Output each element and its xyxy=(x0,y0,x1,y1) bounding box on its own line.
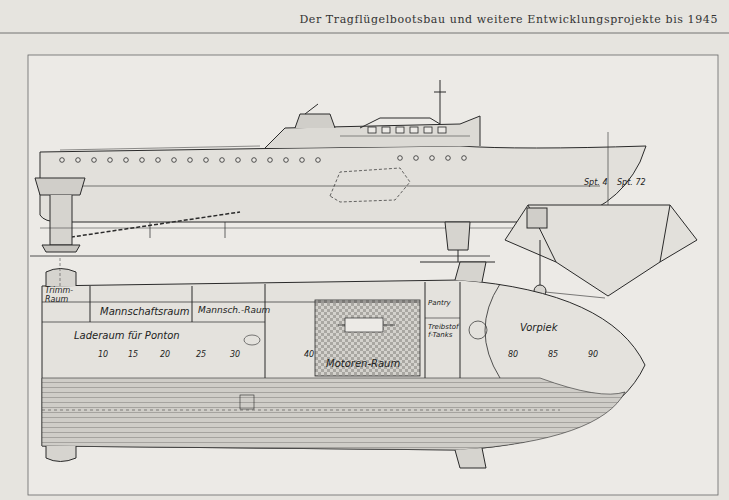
room-name: Mannsch.-Raum xyxy=(198,306,270,316)
frame-number: 25 xyxy=(196,350,206,359)
frame-number: 20 xyxy=(160,350,170,359)
frame-number: 80 xyxy=(508,350,518,359)
frame-number: 15 xyxy=(128,350,138,359)
room-label: Treibstoff-Tanks xyxy=(428,324,460,339)
frame-number: 90 xyxy=(588,350,598,359)
frame-number: 40 xyxy=(304,350,314,359)
room-label: Mannschaftsraum xyxy=(100,306,190,317)
room-label: Pantry xyxy=(428,300,451,308)
room-label: Mannsch.-Raum xyxy=(198,306,270,316)
room-label: Laderaum für Ponton xyxy=(74,330,180,341)
section-label: Spt. 72 xyxy=(617,178,646,187)
room-name: Vorpiek xyxy=(520,322,558,333)
room-name: Mannschaftsraum xyxy=(100,306,190,317)
frame-number: 85 xyxy=(548,350,558,359)
frame-number: 10 xyxy=(98,350,108,359)
room-name: Laderaum für Ponton xyxy=(74,330,180,341)
section-label: Spt. 4 xyxy=(584,178,607,187)
page-header: Der Tragflügelbootsbau und weitere Entwi… xyxy=(299,13,718,26)
room-name: Pantry xyxy=(428,300,451,308)
frame-number: 30 xyxy=(230,350,240,359)
room-label: Motoren-Raum xyxy=(326,358,400,369)
room-label: Vorpiek xyxy=(520,322,558,333)
room-name: Treibstoff-Tanks xyxy=(428,324,460,339)
room-name: Trimm-Raum xyxy=(45,287,87,305)
room-label: Trimm-Raum xyxy=(45,287,87,305)
room-name: Motoren-Raum xyxy=(326,358,400,369)
